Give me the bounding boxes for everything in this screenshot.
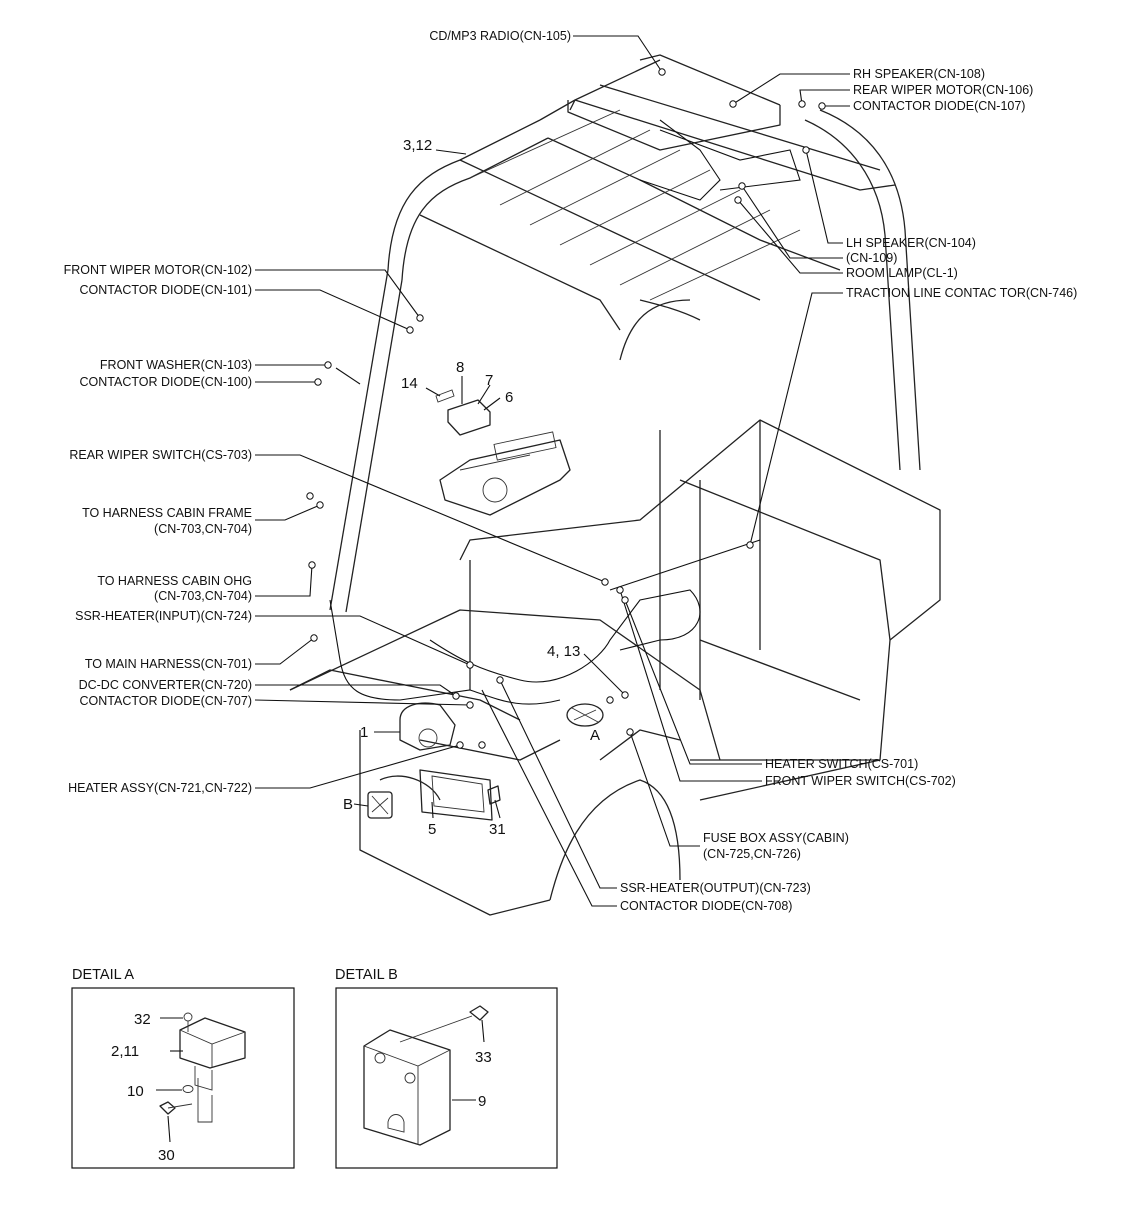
- wiring-harness: [329, 119, 801, 705]
- label-traction-line-contactor: TRACTION LINE CONTAC TOR(CN-746): [846, 286, 1077, 300]
- label-main-harness: TO MAIN HARNESS(CN-701): [85, 657, 252, 671]
- part-14: 14: [401, 375, 418, 392]
- part-3-12: 3,12: [403, 137, 432, 154]
- detail-b-box: [335, 987, 558, 1169]
- detail-a-part-32: 32: [134, 1011, 151, 1028]
- callout-labels: CD/MP3 RADIO(CN-105) RH SPEAKER(CN-108) …: [64, 29, 1078, 913]
- label-heater-assy: HEATER ASSY(CN-721,CN-722): [68, 781, 252, 795]
- label-contactor-diode-707: CONTACTOR DIODE(CN-707): [80, 694, 252, 708]
- detail-a-title: DETAIL A: [72, 967, 134, 983]
- part-5: 5: [428, 821, 436, 838]
- label-harness-cabin-frame: TO HARNESS CABIN FRAME: [82, 506, 252, 520]
- part-31: 31: [489, 821, 506, 838]
- detail-b-part-33: 33: [475, 1049, 492, 1066]
- part-6: 6: [505, 389, 513, 406]
- detail-a-part-2-11: 2,11: [111, 1043, 139, 1060]
- part-a-marker: A: [590, 727, 600, 744]
- label-front-washer: FRONT WASHER(CN-103): [100, 358, 252, 372]
- detail-a-part-30: 30: [158, 1147, 175, 1164]
- label-harness-cabin-ohg: TO HARNESS CABIN OHG: [97, 574, 252, 588]
- label-heater-switch: HEATER SWITCH(CS-701): [765, 757, 918, 771]
- label-rear-wiper-switch: REAR WIPER SWITCH(CS-703): [69, 448, 252, 462]
- label-harness-cabin-frame-codes: (CN-703,CN-704): [154, 522, 252, 536]
- leader-lines: [254, 35, 850, 907]
- part-b-marker: B: [343, 796, 353, 813]
- detail-b: DETAIL B 33 9: [335, 967, 558, 1169]
- label-dc-dc-converter: DC-DC CONVERTER(CN-720): [79, 678, 252, 692]
- label-contactor-diode-107: CONTACTOR DIODE(CN-107): [853, 99, 1025, 113]
- detail-a-part-10: 10: [127, 1083, 144, 1100]
- label-fuse-box: FUSE BOX ASSY(CABIN): [703, 831, 849, 845]
- label-front-wiper-motor: FRONT WIPER MOTOR(CN-102): [64, 263, 252, 277]
- label-rear-wiper-motor: REAR WIPER MOTOR(CN-106): [853, 83, 1033, 97]
- label-ssr-heater-output: SSR-HEATER(OUTPUT)(CN-723): [620, 881, 811, 895]
- label-fuse-box-codes: (CN-725,CN-726): [703, 847, 801, 861]
- part-1: 1: [360, 724, 368, 741]
- label-room-lamp: ROOM LAMP(CL-1): [846, 266, 958, 280]
- label-front-wiper-switch: FRONT WIPER SWITCH(CS-702): [765, 774, 956, 788]
- label-contactor-diode-101: CONTACTOR DIODE(CN-101): [80, 283, 252, 297]
- label-harness-cabin-ohg-codes: (CN-703,CN-704): [154, 589, 252, 603]
- part-7: 7: [485, 372, 493, 389]
- detail-b-title: DETAIL B: [335, 967, 398, 983]
- label-lh-speaker: LH SPEAKER(CN-104): [846, 236, 976, 250]
- label-contactor-diode-100: CONTACTOR DIODE(CN-100): [80, 375, 252, 389]
- label-contactor-diode-708: CONTACTOR DIODE(CN-708): [620, 899, 792, 913]
- part-numbers: 3,12 14 8 7 6 4, 13 A 1 B 5 31: [343, 137, 600, 838]
- part-8: 8: [456, 359, 464, 376]
- label-rh-speaker: RH SPEAKER(CN-108): [853, 67, 985, 81]
- label-cn-109: (CN-109): [846, 251, 897, 265]
- detail-a: DETAIL A 32 2,11 10 30: [71, 967, 295, 1169]
- detail-b-part-9: 9: [478, 1093, 486, 1110]
- part-4-13: 4, 13: [547, 643, 580, 660]
- label-ssr-heater-input: SSR-HEATER(INPUT)(CN-724): [75, 609, 252, 623]
- detail-a-box: [71, 987, 295, 1169]
- cabin-frame-drawing: [289, 54, 941, 916]
- label-cd-radio: CD/MP3 RADIO(CN-105): [429, 29, 571, 43]
- connector-dots: [306, 68, 826, 749]
